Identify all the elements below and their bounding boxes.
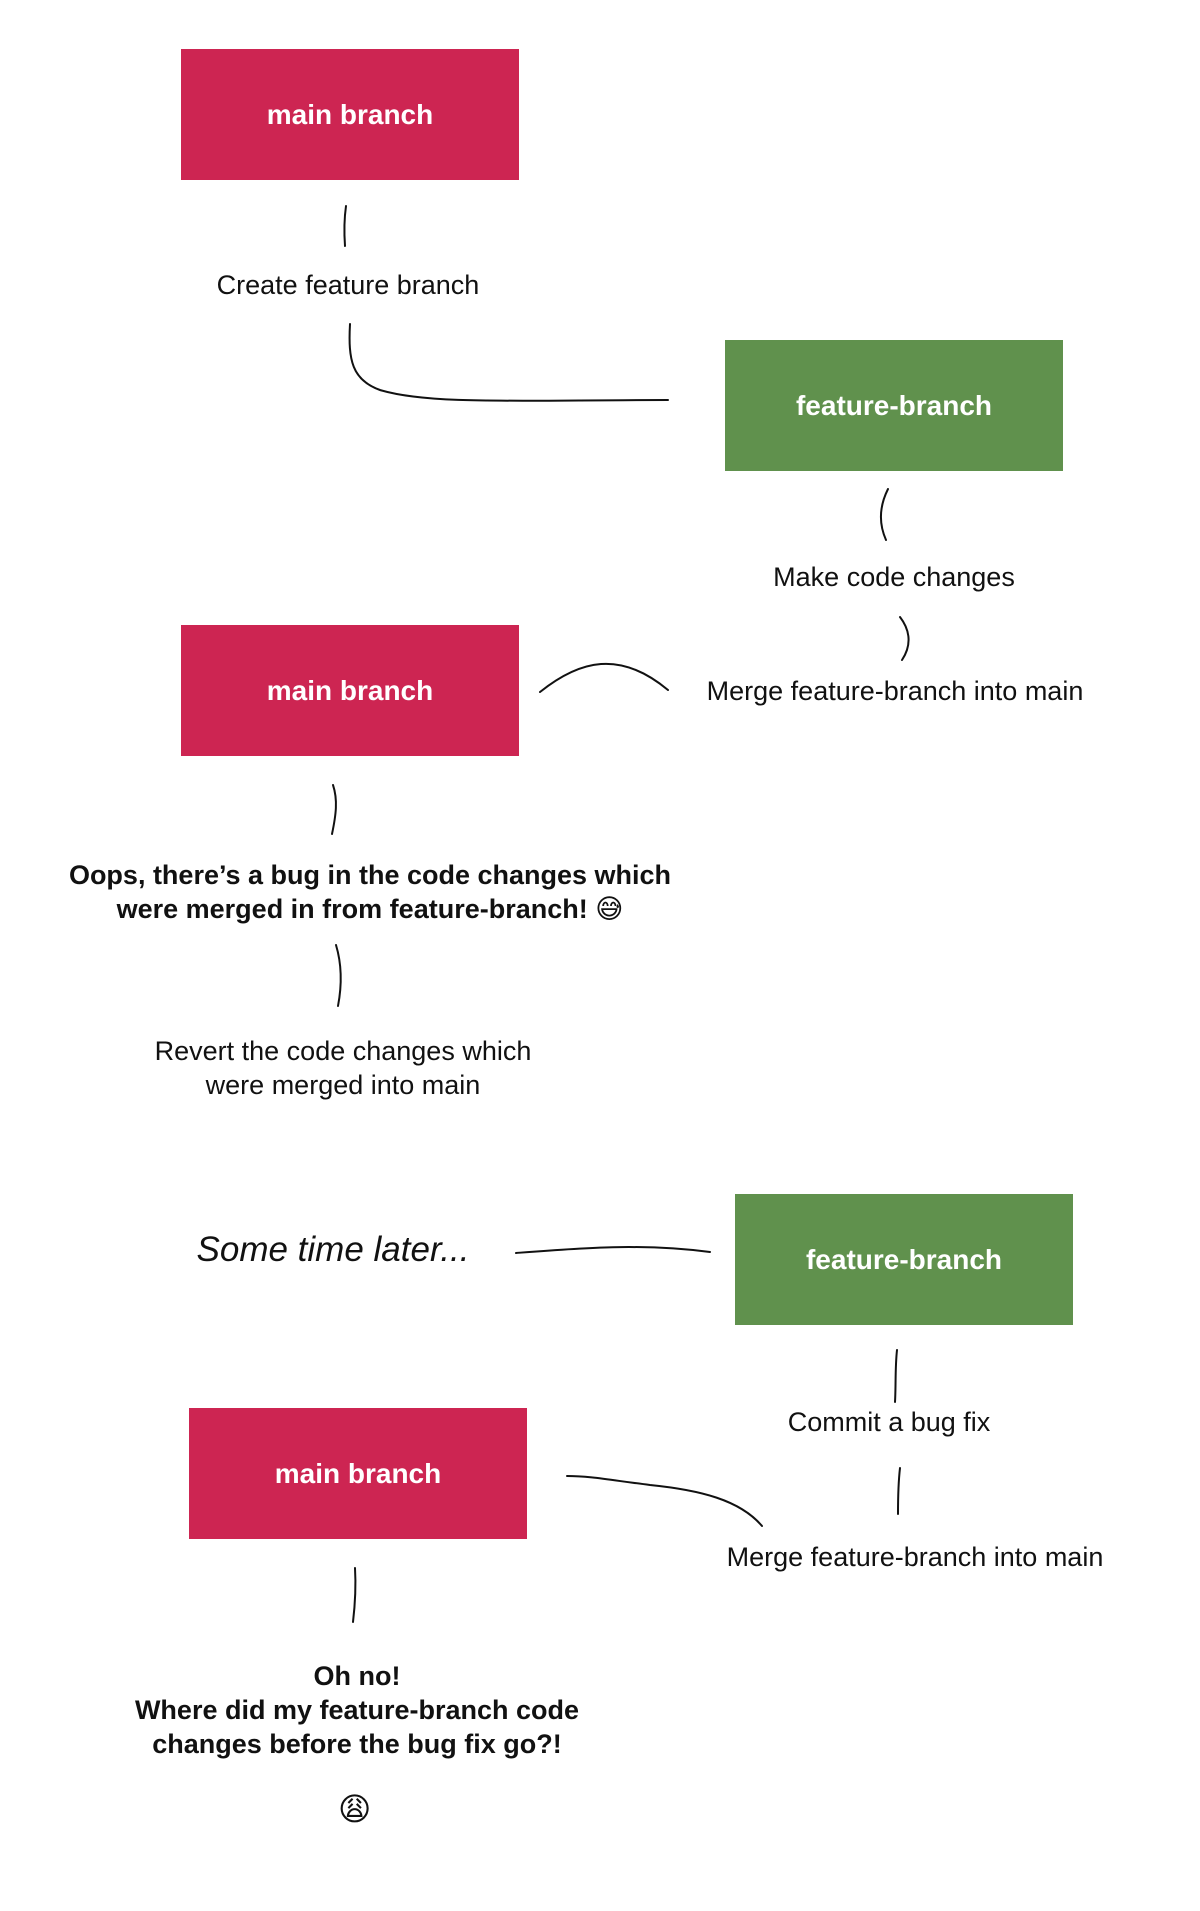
connector-merge2-to-main3: [566, 1475, 763, 1527]
main-branch-node-3-label: main branch: [274, 1457, 442, 1489]
main-branch-node-2: main branch: [181, 625, 519, 756]
merge-feature-into-main-label-1: Merge feature-branch into main: [706, 676, 1084, 706]
connector-feature1-to-make-changes: [880, 488, 889, 541]
connector-commit-to-merge2: [897, 1467, 901, 1515]
oops-bug-line-2-row: were merged in from feature-branch! 😅: [60, 892, 680, 926]
grinning-sweat-emoji: 😅: [595, 894, 624, 924]
connector-merge1-to-main2: [539, 662, 669, 693]
connector-main3-to-oh-no: [352, 1567, 357, 1623]
main-branch-node-1: main branch: [181, 49, 519, 180]
oops-bug-line-1: Oops, there’s a bug in the code changes …: [68, 860, 672, 890]
connector-later-to-feature2: [515, 1246, 711, 1254]
oh-no-label: Oh no! Where did my feature-branch code …: [107, 1659, 607, 1761]
oh-no-line-2: Where did my feature-branch code: [134, 1695, 580, 1725]
connector-make-changes-to-merge1: [899, 616, 910, 661]
connector-oops-to-revert: [335, 944, 342, 1007]
commit-bug-fix-label: Commit a bug fix: [787, 1407, 991, 1437]
connector-create-to-feature1: [348, 323, 669, 402]
weary-face-emoji: 😩: [338, 1790, 372, 1828]
revert-changes-label: Revert the code changes which were merge…: [133, 1034, 553, 1102]
oh-no-line-1: Oh no!: [313, 1661, 401, 1691]
connector-main2-to-oops: [331, 784, 337, 835]
feature-branch-node-2-label: feature-branch: [805, 1243, 1003, 1275]
make-code-changes-label: Make code changes: [773, 562, 1015, 592]
oh-no-line-3: changes before the bug fix go?!: [152, 1729, 562, 1759]
some-time-later-label: Some time later...: [196, 1230, 470, 1269]
merge-feature-into-main-label-2: Merge feature-branch into main: [726, 1542, 1104, 1572]
revert-changes-line-1: Revert the code changes which: [154, 1036, 532, 1066]
revert-changes-line-2: were merged into main: [205, 1070, 481, 1100]
connector-feature2-to-commit: [894, 1349, 898, 1403]
feature-branch-node-1: feature-branch: [725, 340, 1063, 471]
oops-bug-line-2: were merged in from feature-branch!: [116, 894, 588, 924]
main-branch-node-2-label: main branch: [266, 674, 434, 706]
feature-branch-node-2: feature-branch: [735, 1194, 1073, 1325]
oops-bug-label: Oops, there’s a bug in the code changes …: [60, 858, 680, 926]
feature-branch-node-1-label: feature-branch: [795, 389, 993, 421]
create-feature-branch-label: Create feature branch: [216, 270, 480, 300]
connector-main1-to-create: [343, 205, 347, 247]
main-branch-node-3: main branch: [189, 1408, 527, 1539]
main-branch-node-1-label: main branch: [266, 98, 434, 130]
